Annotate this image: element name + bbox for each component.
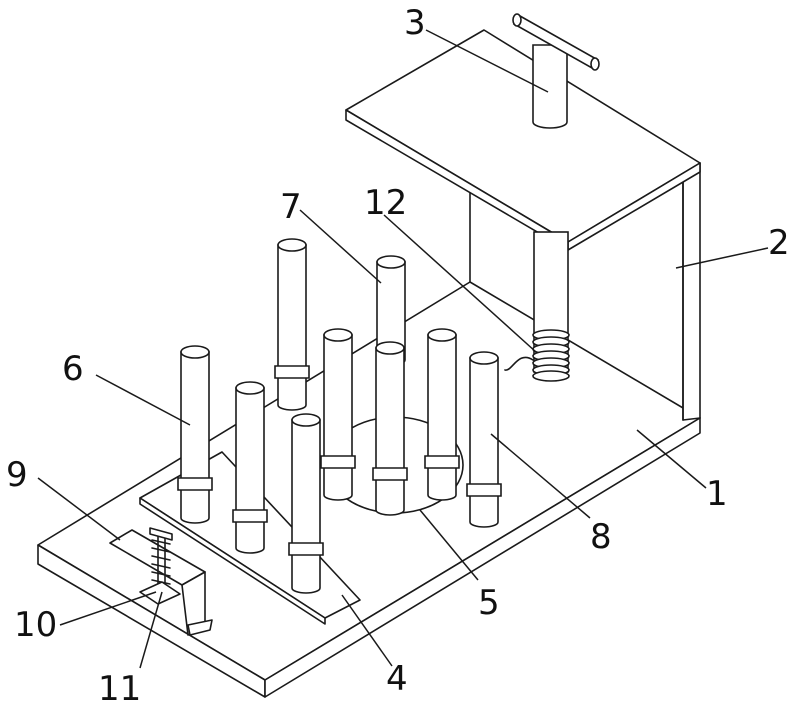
- label-2: 2: [768, 223, 790, 263]
- rod: [373, 342, 407, 515]
- label-8: 8: [590, 517, 612, 557]
- spring: [533, 330, 569, 381]
- label-6: 6: [62, 349, 84, 389]
- rod: [321, 329, 355, 500]
- rod: [178, 346, 212, 523]
- label-5: 5: [478, 583, 500, 623]
- label-7: 7: [280, 187, 302, 227]
- base-plate: [38, 282, 700, 697]
- rod: [425, 329, 459, 500]
- label-10: 10: [14, 605, 57, 645]
- label-11: 11: [98, 669, 141, 709]
- rod: [275, 239, 309, 410]
- label-9: 9: [6, 455, 28, 495]
- label-12: 12: [364, 183, 407, 223]
- rod: [467, 352, 501, 527]
- label-1: 1: [706, 474, 728, 514]
- label-3: 3: [404, 3, 426, 43]
- label-4: 4: [386, 659, 408, 699]
- rod: [233, 382, 267, 553]
- rod: [289, 414, 323, 593]
